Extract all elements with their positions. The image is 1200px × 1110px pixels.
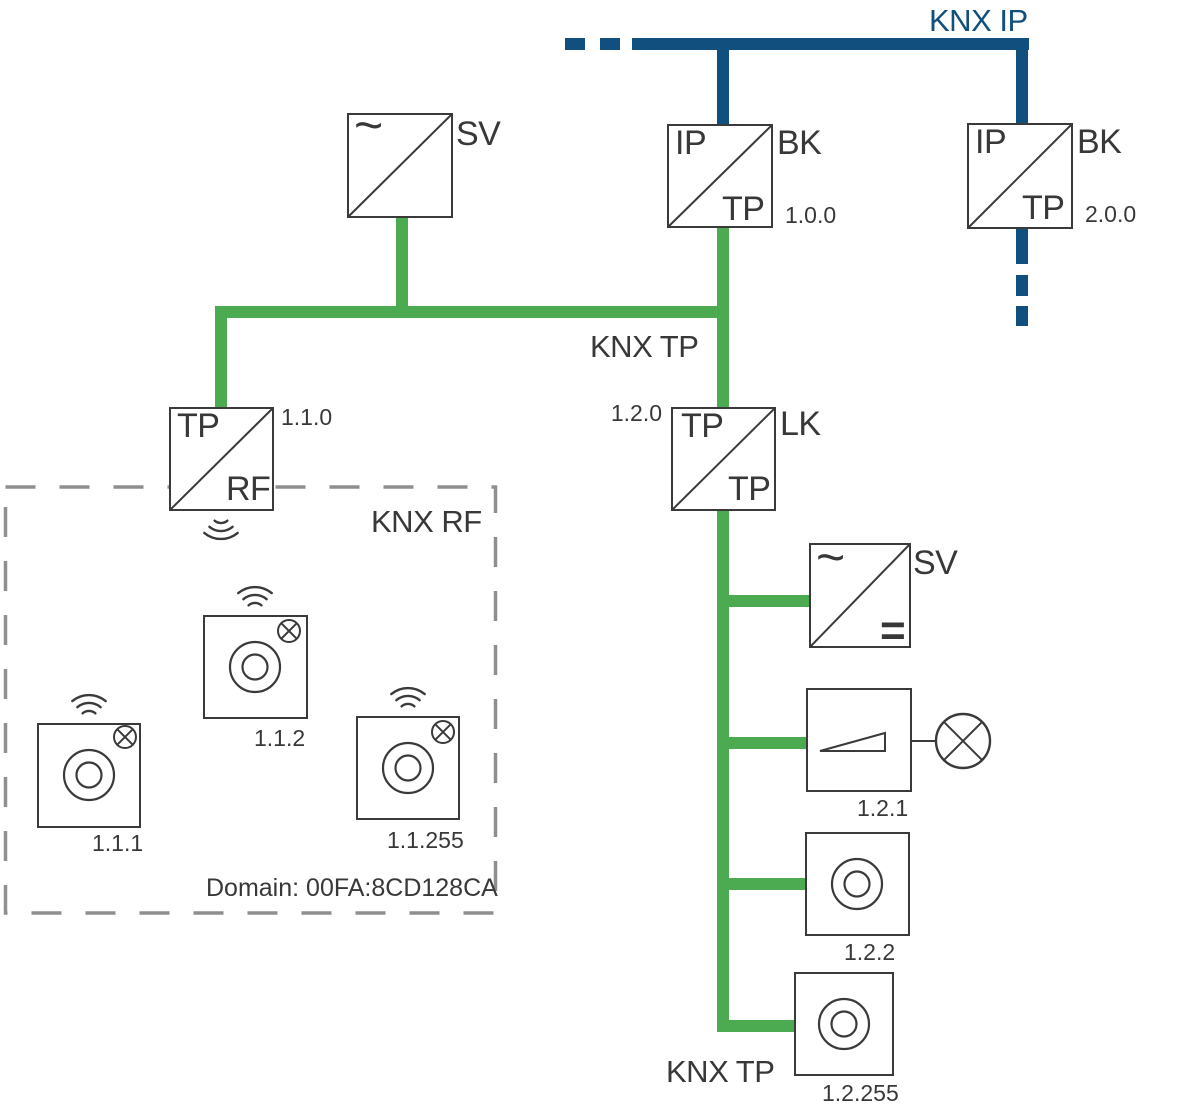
- lamp-icon: [431, 720, 455, 744]
- ac-symbol: ~: [816, 529, 845, 585]
- radio-waves-icon: [203, 519, 239, 541]
- backbone-coupler-1-box: [667, 124, 773, 228]
- radio-waves-icon: [390, 686, 426, 708]
- dimmer-121-address: 1.2.1: [857, 795, 909, 821]
- tp-line2-vertical: [717, 509, 729, 1032]
- coupler110-address: 1.1.0: [281, 404, 333, 430]
- power-supply-main-box: [347, 113, 453, 218]
- bk1-label: BK: [777, 124, 822, 162]
- tp-bk1-drop: [717, 227, 729, 306]
- tp-stub-sv2: [729, 595, 810, 607]
- bk2-port-top: IP: [975, 123, 1007, 161]
- ip-line-main: [632, 38, 1029, 50]
- bk2-label: BK: [1077, 123, 1122, 161]
- lamp-icon: [113, 725, 137, 749]
- rf-device-111-symbol: [37, 693, 141, 828]
- diagonal: [809, 543, 911, 648]
- radio-waves-icon: [237, 585, 273, 607]
- bk2-address: 2.0.0: [1085, 201, 1137, 227]
- bk1-port-bottom: TP: [722, 190, 765, 228]
- pushbutton-icon: [830, 857, 884, 911]
- rf-device-1255-address: 1.1.255: [387, 827, 464, 853]
- pushbutton-icon: [381, 741, 435, 795]
- coupler110-port-bottom: RF: [226, 470, 271, 508]
- tp-drop-lk: [717, 306, 729, 409]
- knx-rf-label: KNX RF: [371, 504, 482, 539]
- coupler110-port-top: TP: [177, 407, 220, 445]
- rf-device-112-symbol: [203, 585, 308, 719]
- knx-ip-label: KNX IP: [929, 3, 1028, 38]
- knx-tp-line2-label: KNX TP: [666, 1054, 775, 1089]
- diagonal: [667, 124, 773, 228]
- diagonal: [671, 407, 776, 511]
- power-supply-line2-box: [809, 543, 911, 648]
- bk1-port-top: IP: [675, 124, 707, 162]
- knx-tp-main-line: [215, 216, 729, 409]
- tp-stub-122: [729, 878, 806, 890]
- pushbutton-12255-symbol: [794, 972, 894, 1076]
- rf-domain-label: Domain: 00FA:8CD128CA: [206, 874, 498, 902]
- diagonal: [967, 123, 1073, 229]
- rf-device-112-address: 1.1.2: [254, 725, 306, 751]
- ip-line2-dash: [1016, 275, 1028, 296]
- ip-line2-dash: [1016, 306, 1028, 326]
- bk2-port-bottom: TP: [1022, 189, 1065, 227]
- tp-trunk: [215, 306, 729, 318]
- radio-waves-icon: [71, 693, 107, 715]
- power-supply-line2-label: SV: [913, 544, 958, 582]
- dimmer-icon: [819, 731, 886, 752]
- dc-symbol: =: [880, 606, 906, 655]
- ip-line2-stub: [1016, 227, 1028, 264]
- knx-ip-backbone-line: [565, 38, 1029, 326]
- bk1-address: 1.0.0: [785, 202, 837, 228]
- lk-port-bottom: TP: [728, 470, 771, 508]
- pushbutton-122-symbol: [805, 832, 910, 936]
- power-supply-main-label: SV: [456, 115, 501, 153]
- media-coupler-110-box: [169, 407, 274, 511]
- ip-line-dash: [600, 38, 620, 50]
- lamp-icon: [277, 619, 301, 643]
- rf-device-111-address: 1.1.1: [92, 830, 144, 856]
- pushbutton-icon: [817, 997, 871, 1051]
- diagonal: [347, 113, 453, 218]
- rf-device-1255-symbol: [356, 686, 460, 820]
- lk-address: 1.2.0: [610, 400, 662, 426]
- knx-tp-main-label: KNX TP: [590, 329, 699, 364]
- tp-drop-110: [215, 306, 227, 409]
- ip-drop-bk1: [717, 38, 729, 125]
- lk-port-top: TP: [681, 407, 724, 445]
- pushbutton-icon: [62, 748, 116, 802]
- backbone-coupler-2-box: [967, 123, 1073, 229]
- pushbutton-12255-address: 1.2.255: [822, 1080, 899, 1106]
- tp-stub-121: [729, 737, 807, 749]
- line-coupler-120-box: [671, 407, 776, 511]
- pushbutton-122-address: 1.2.2: [844, 939, 896, 965]
- tp-line2-elbow: [717, 1020, 798, 1032]
- ac-symbol: ~: [354, 97, 383, 153]
- tp-sv-stub: [396, 216, 408, 306]
- pushbutton-icon: [228, 640, 282, 694]
- knx-tp-line-1-2: [717, 509, 810, 1032]
- lk-label: LK: [780, 405, 821, 443]
- ip-drop-bk2: [1016, 38, 1028, 124]
- ip-line-dash: [565, 38, 585, 50]
- dimmer-121-symbol: [806, 688, 992, 792]
- lamp-icon: [934, 712, 992, 770]
- diagonal: [169, 407, 274, 511]
